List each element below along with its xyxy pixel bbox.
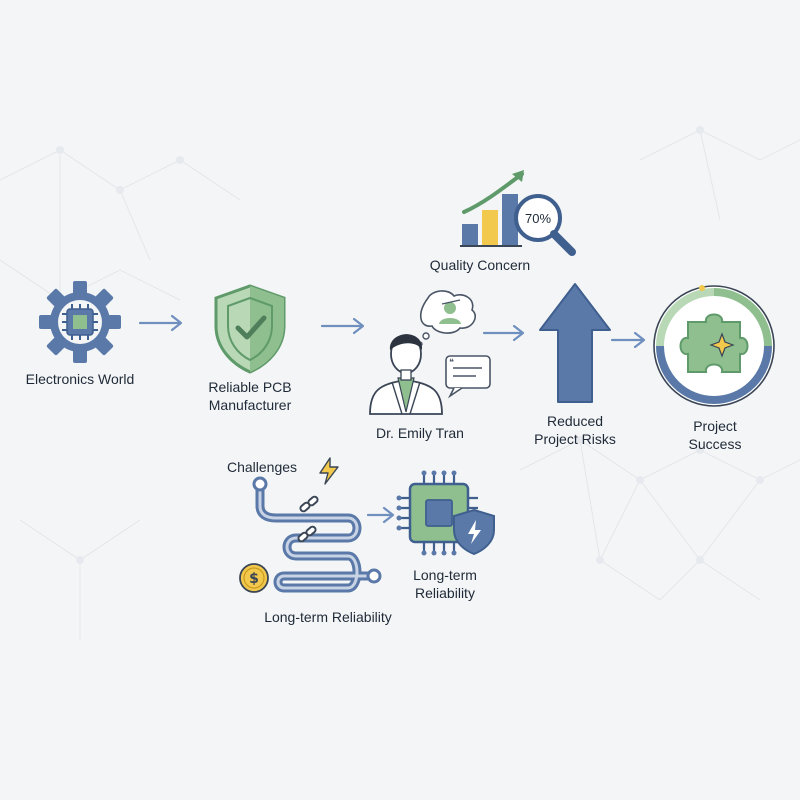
winding-road-node — [236, 476, 386, 600]
arrow-pcb-to-emily — [320, 317, 365, 335]
gear-chip-icon — [39, 281, 121, 363]
reduced-risks-label: Reduced Project Risks — [534, 413, 616, 447]
shield-check-icon — [214, 284, 286, 374]
lightning-node — [316, 456, 342, 486]
quality-concern-node: 70% — [458, 168, 578, 258]
pcb-manufacturer-label: Reliable PCB Manufacturer — [208, 379, 292, 413]
arrow-challenges-to-chip — [366, 506, 395, 524]
pcb-manufacturer-node — [210, 282, 290, 374]
up-arrow-icon — [539, 283, 611, 403]
svg-text:❝: ❝ — [449, 358, 454, 368]
speech-bubble-icon: ❝ — [445, 355, 491, 399]
svg-text:$: $ — [249, 571, 259, 587]
puzzle-piece-icon — [653, 285, 775, 407]
thought-bubble-icon — [417, 290, 476, 347]
dr-emily-tran-node: ❝ — [362, 290, 492, 420]
reduced-risks-node — [538, 282, 612, 404]
dr-emily-tran-label: Dr. Emily Tran — [376, 425, 464, 441]
winding-path-icon — [252, 476, 382, 593]
long-term-chip-node — [396, 470, 498, 556]
doctor-avatar-icon: ❝ — [369, 290, 491, 415]
project-success-label: Project Success — [688, 418, 742, 452]
quality-concern-label: Quality Concern — [429, 257, 531, 273]
lightning-icon — [319, 457, 339, 485]
electronics-world-label: Electronics World — [25, 371, 135, 387]
bar-chart-magnifier-icon: 70% — [460, 170, 576, 256]
arrow-risks-to-success — [610, 331, 646, 349]
electronics-world-node — [38, 280, 122, 364]
arrow-world-to-pcb — [138, 314, 183, 332]
coin-node: $ — [238, 562, 270, 594]
broken-chain-icon — [297, 495, 319, 543]
long-term-chip-label: Long-term Reliability — [413, 567, 477, 601]
percent-text: 70% — [525, 211, 551, 226]
arrow-emily-to-risks — [482, 324, 525, 342]
project-success-node — [650, 282, 778, 410]
chip-shield-icon — [396, 470, 495, 556]
dollar-coin-icon: $ — [239, 563, 269, 593]
long-term-path-label: Long-term Reliability — [264, 609, 392, 625]
challenges-label: Challenges — [226, 459, 298, 475]
